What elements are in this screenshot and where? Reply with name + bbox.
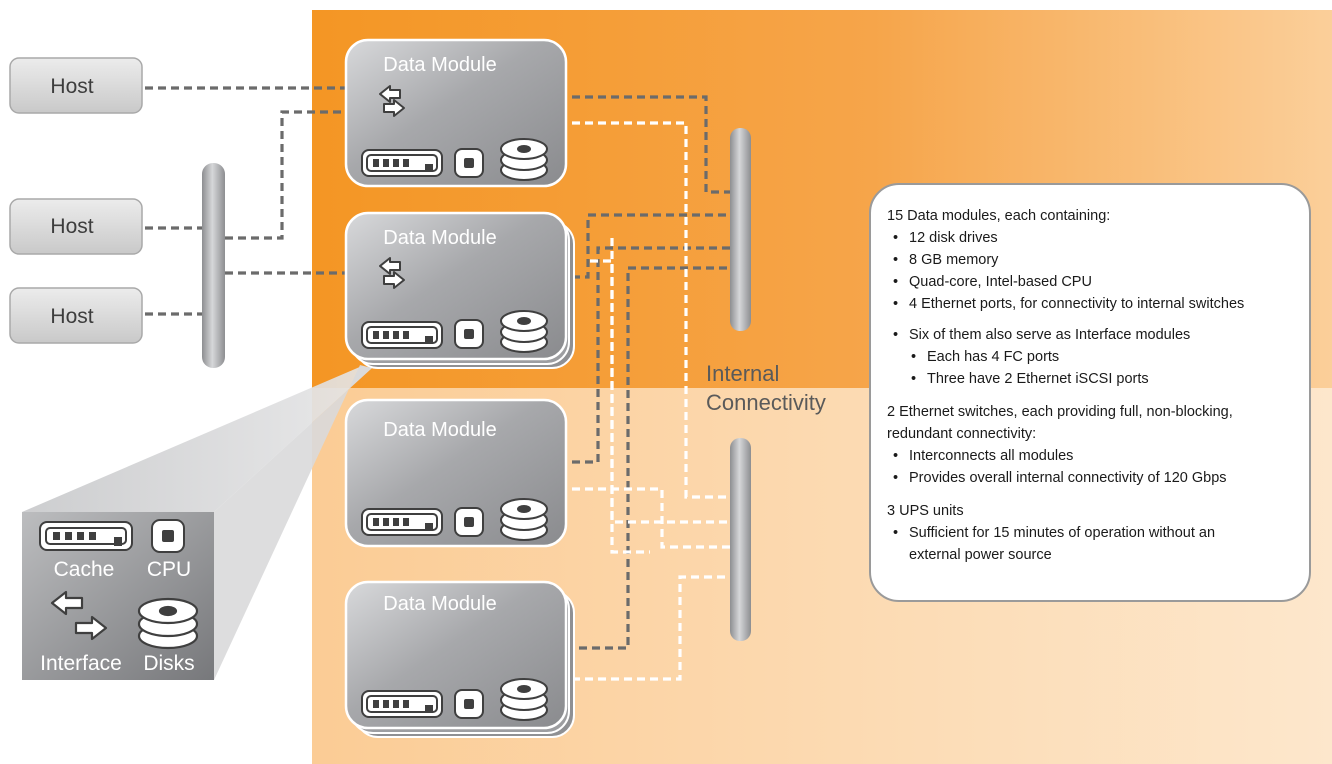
connectivity-label-line1: Internal	[706, 361, 779, 386]
host-label: Host	[50, 215, 93, 238]
interface-sublist: Each has 4 FC ports Three have 2 Etherne…	[887, 346, 1295, 390]
data-module-2: Data Module	[344, 211, 575, 369]
host-2: Host	[9, 198, 143, 255]
modules-list: 12 disk drives 8 GB memory Quad-core, In…	[887, 227, 1295, 315]
internal-switch-top	[730, 128, 751, 331]
disks-icon	[137, 597, 199, 650]
list-item: 4 Ethernet ports, for connectivity to in…	[887, 293, 1295, 315]
zoom-cone	[22, 366, 372, 512]
disks-icon	[500, 498, 548, 541]
dark-connections	[145, 86, 730, 650]
list-item: 12 disk drives	[887, 227, 1295, 249]
list-item: Quad-core, Intel-based CPU	[887, 271, 1295, 293]
modules-heading: 15 Data modules, each containing:	[887, 208, 1111, 224]
module-title: Data Module	[383, 419, 496, 441]
list-item: Six of them also serve as Interface modu…	[887, 324, 1295, 346]
legend-cpu-label: CPU	[147, 558, 191, 581]
data-module-4: Data Module	[344, 580, 575, 738]
ups-list: Sufficient for 15 minutes of operation w…	[887, 522, 1295, 566]
cache-icon	[361, 690, 443, 718]
switches-heading-2: redundant connectivity:	[887, 426, 1037, 442]
module-title: Data Module	[383, 227, 496, 249]
disks-icon	[500, 678, 548, 721]
ups-item-line2: external power source	[909, 547, 1052, 563]
cpu-icon	[454, 319, 484, 349]
cpu-icon	[151, 519, 185, 553]
cache-icon	[361, 149, 443, 177]
list-item: Each has 4 FC ports	[887, 346, 1295, 368]
light-connections	[572, 121, 730, 681]
cache-icon	[361, 321, 443, 349]
specs-panel: 15 Data modules, each containing: 12 dis…	[869, 183, 1311, 602]
zoom-cone-side	[214, 365, 372, 680]
list-item: Sufficient for 15 minutes of operation w…	[887, 522, 1295, 566]
component-legend: Cache CPU Interface Disks	[22, 512, 214, 680]
ups-heading: 3 UPS units	[887, 503, 964, 519]
legend-disks-label: Disks	[143, 652, 194, 675]
disks-icon	[500, 310, 548, 353]
legend-cache-label: Cache	[54, 558, 115, 581]
cache-icon	[361, 508, 443, 536]
ups-item-line1: Sufficient for 15 minutes of operation w…	[909, 525, 1216, 541]
switches-heading-1: 2 Ethernet switches, each providing full…	[887, 404, 1233, 420]
module-title: Data Module	[383, 54, 496, 76]
list-item: Interconnects all modules	[887, 445, 1295, 467]
module-title: Data Module	[383, 593, 496, 615]
cpu-icon	[454, 148, 484, 178]
cpu-icon	[454, 689, 484, 719]
list-item: 8 GB memory	[887, 249, 1295, 271]
list-item: Three have 2 Ethernet iSCSI ports	[887, 368, 1295, 390]
interface-icon	[50, 590, 108, 641]
host-switch-bar	[202, 163, 225, 368]
data-module-3: Data Module	[344, 398, 568, 548]
interface-icon	[379, 257, 405, 289]
host-label: Host	[50, 75, 93, 98]
list-item: Provides overall internal connectivity o…	[887, 467, 1295, 489]
host-3: Host	[9, 287, 143, 344]
legend-interface-label: Interface	[40, 652, 122, 675]
connectivity-label-line2: Connectivity	[706, 390, 826, 415]
cache-icon	[39, 521, 133, 551]
host-1: Host	[9, 57, 143, 114]
host-label: Host	[50, 305, 93, 328]
interface-icon	[379, 85, 405, 117]
data-module-1: Data Module	[344, 38, 568, 188]
interface-list: Six of them also serve as Interface modu…	[887, 324, 1295, 346]
disks-icon	[500, 138, 548, 181]
switches-list: Interconnects all modules Provides overa…	[887, 445, 1295, 489]
cpu-icon	[454, 507, 484, 537]
internal-switch-bottom	[730, 438, 751, 641]
